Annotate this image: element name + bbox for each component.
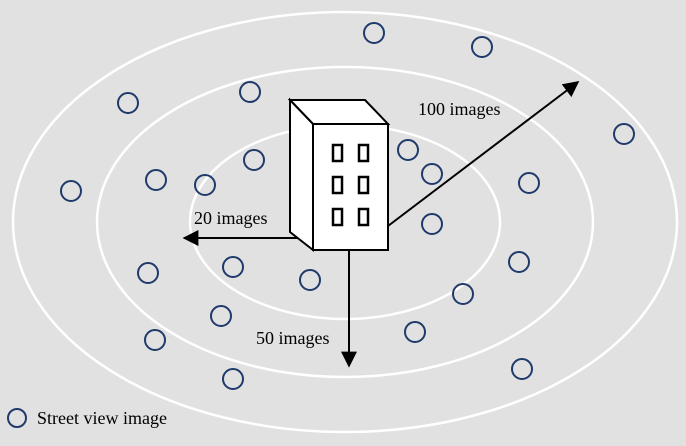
street-view-point bbox=[222, 368, 244, 390]
arrow-100-images bbox=[387, 81, 580, 227]
street-view-point bbox=[397, 139, 419, 161]
street-view-point bbox=[194, 174, 216, 196]
building-window bbox=[331, 207, 344, 227]
building-window bbox=[331, 175, 344, 195]
legend-label: Street view image bbox=[37, 408, 167, 428]
street-view-point bbox=[421, 163, 443, 185]
ring-outer bbox=[11, 10, 679, 434]
building-windows bbox=[331, 143, 370, 227]
ring-middle bbox=[95, 65, 595, 379]
street-view-point bbox=[137, 262, 159, 284]
building-window bbox=[331, 143, 344, 163]
label-50-images: 50 images bbox=[256, 328, 330, 348]
street-view-points bbox=[60, 22, 635, 390]
street-view-point bbox=[613, 123, 635, 145]
street-view-point bbox=[471, 36, 493, 58]
street-view-point bbox=[404, 321, 426, 343]
street-view-point bbox=[222, 256, 244, 278]
street-view-point bbox=[511, 358, 533, 380]
street-view-point bbox=[117, 92, 139, 114]
label-100-images: 100 images bbox=[418, 99, 501, 119]
street-view-point bbox=[518, 172, 540, 194]
street-view-point bbox=[243, 149, 265, 171]
circle-marker-icon bbox=[7, 408, 27, 428]
street-view-point bbox=[145, 169, 167, 191]
street-view-point bbox=[210, 305, 232, 327]
legend: Street view image bbox=[7, 408, 167, 428]
street-view-point bbox=[508, 251, 530, 273]
building-window bbox=[357, 175, 370, 195]
street-view-point bbox=[239, 81, 261, 103]
street-view-point bbox=[299, 269, 321, 291]
street-view-point bbox=[363, 22, 385, 44]
building-window bbox=[357, 143, 370, 163]
street-view-point bbox=[452, 283, 474, 305]
building-window bbox=[357, 207, 370, 227]
street-view-point bbox=[60, 180, 82, 202]
street-view-point bbox=[421, 213, 443, 235]
street-view-point bbox=[144, 329, 166, 351]
label-20-images: 20 images bbox=[194, 208, 268, 228]
building-icon bbox=[287, 97, 391, 253]
